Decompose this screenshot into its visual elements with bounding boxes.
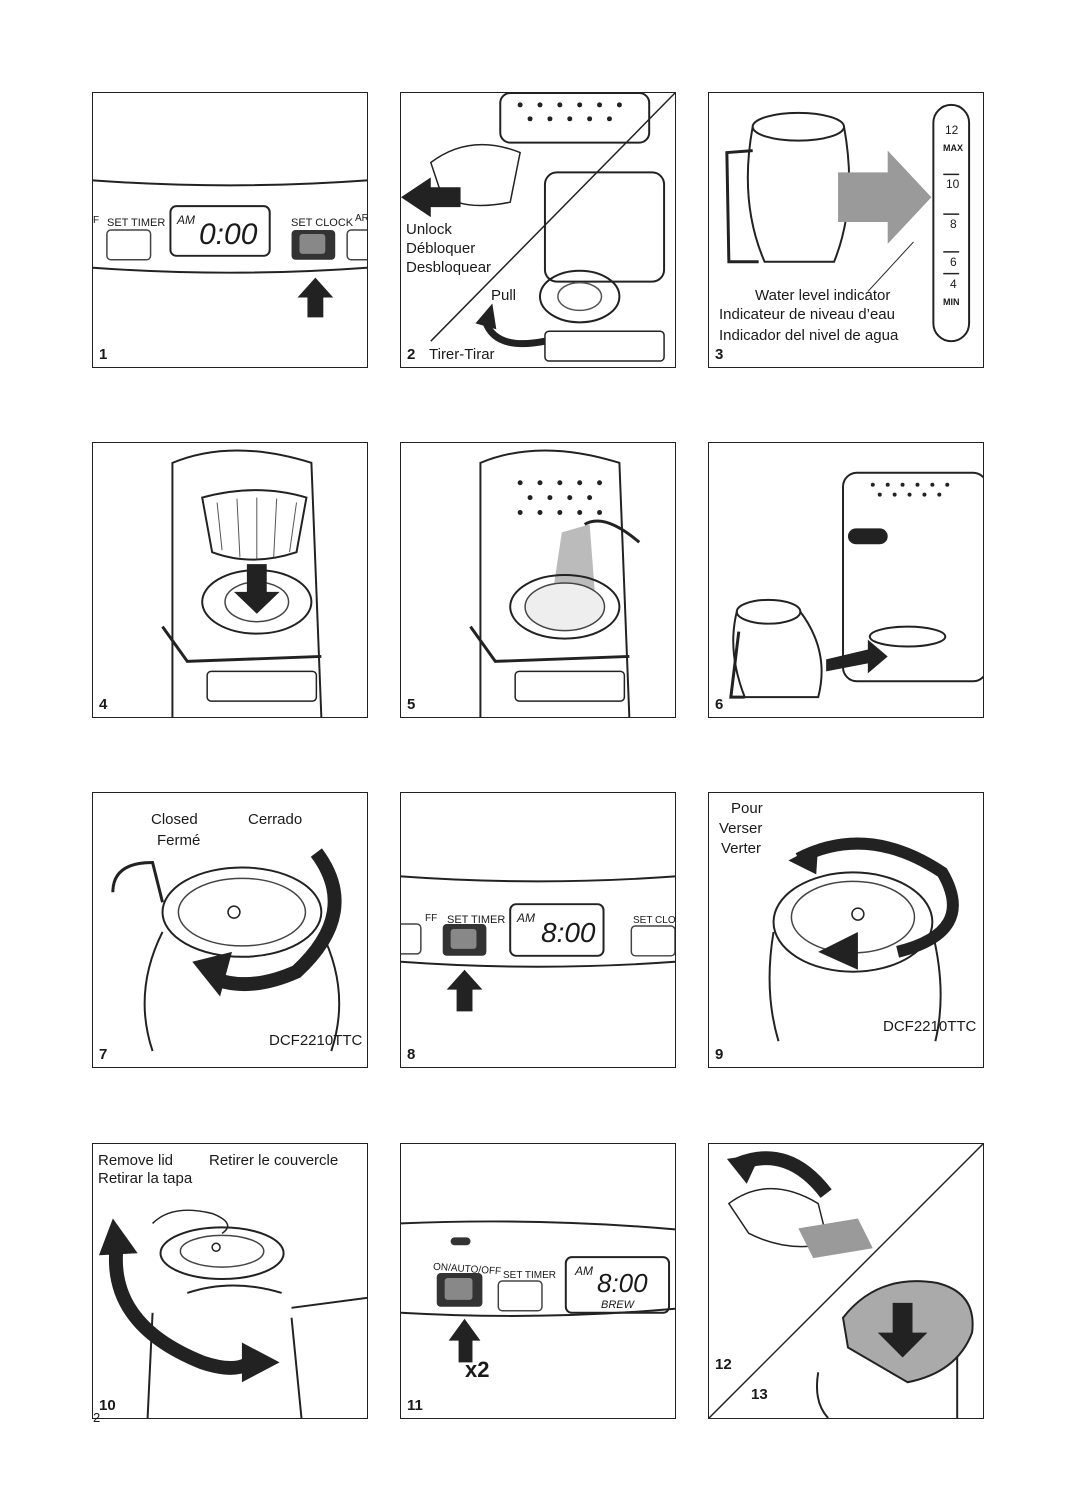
step-number: 8	[407, 1046, 416, 1063]
tirer-tirar-label: Tirer-Tirar	[429, 346, 495, 363]
water-level-label-fr: Indicateur de niveau d’eau	[719, 306, 895, 323]
curved-arrow-icon	[726, 1153, 761, 1184]
clock-display: 0:00	[199, 218, 258, 251]
set-timer-label: SET TIMER	[107, 217, 166, 229]
brew-indicator: BREW	[601, 1299, 634, 1311]
scale-12: 12	[945, 123, 959, 137]
step-number: 9	[715, 1046, 724, 1063]
step-number: 5	[407, 696, 416, 713]
scale-10: 10	[946, 177, 960, 191]
add-coffee-illustration	[469, 449, 641, 717]
step-number: 10	[99, 1397, 116, 1414]
filter-insert-illustration	[161, 449, 323, 717]
up-arrow-icon	[446, 969, 483, 1012]
brew-basket-unlock-illustration	[401, 93, 675, 362]
model-label: DCF2210TTC	[883, 1018, 977, 1035]
carafe-water-level-illustration	[725, 103, 971, 343]
insert-carafe-illustration	[729, 471, 983, 699]
right-arrow-icon	[241, 1342, 280, 1383]
step-number: 3	[715, 346, 724, 363]
step-number: 1	[99, 346, 108, 363]
up-arrow-icon	[448, 1318, 481, 1363]
clock-display: 8:00	[541, 917, 596, 948]
unlock-label: Unlock	[406, 221, 452, 238]
am-indicator: AM	[575, 1264, 593, 1278]
scale-min: MIN	[943, 297, 960, 307]
set-timer-label: SET TIMER	[503, 1270, 556, 1281]
step-number: 6	[715, 696, 724, 713]
panel-step-9: Pour Verser Verter DCF2210TTC 9	[708, 792, 984, 1068]
am-indicator: AM	[177, 213, 195, 227]
scale-6: 6	[950, 255, 957, 269]
cerrado-label: Cerrado	[248, 811, 303, 828]
brew-button-illustration	[401, 1220, 675, 1363]
am-indicator: AM	[517, 911, 535, 925]
desbloquear-label: Desbloquear	[406, 259, 492, 276]
water-level-label-es: Indicador del nivel de agua	[719, 327, 899, 344]
water-level-label-en: Water level indicator	[755, 287, 891, 304]
panel-step-10: Remove lid Retirer le couvercle Retirar …	[92, 1143, 368, 1419]
panel-step-6: 6	[708, 442, 984, 718]
step-number: 11	[407, 1397, 423, 1414]
scale-8: 8	[950, 217, 957, 231]
panel-step-2: Unlock Débloquer Desbloquear Pull 2 Tire…	[400, 92, 676, 368]
filter-holder-illustration	[709, 1144, 983, 1418]
down-arrow-icon	[877, 1302, 928, 1358]
edge-label-right: AR	[355, 213, 368, 224]
debloquer-label: Débloquer	[406, 240, 476, 257]
set-timer-label: SET TIMER	[447, 914, 506, 926]
panel-step-12-13: 12 13	[708, 1143, 984, 1419]
page-number: 2	[93, 1410, 101, 1425]
panel-step-3: 12 MAX 10 8 6 4 MIN Water level indicato…	[708, 92, 984, 368]
pour-position-illustration	[768, 837, 959, 1042]
control-panel-illustration	[93, 179, 367, 318]
closed-label: Closed	[151, 811, 198, 828]
remove-lid-illustration	[98, 1209, 367, 1418]
right-arrow-icon	[826, 639, 888, 674]
edge-label: F	[93, 215, 100, 226]
clock-display: 8:00	[597, 1268, 648, 1298]
verser-label: Verser	[719, 820, 763, 837]
panel-step-5: 5	[400, 442, 676, 718]
down-arrow-icon	[233, 564, 280, 614]
panel-step-1: F SET TIMER AM 0:00 SET CLOCK AR 1	[92, 92, 368, 368]
grey-arrow-icon	[838, 150, 932, 244]
edge-label: FF	[425, 913, 438, 924]
press-twice-label: x2	[465, 1357, 490, 1382]
step-number-13: 13	[751, 1386, 768, 1403]
rotate-arrow-icon	[818, 931, 858, 970]
left-arrow-icon	[401, 177, 461, 218]
step-number: 7	[99, 1046, 108, 1063]
verter-label: Verter	[721, 840, 762, 857]
panel-step-4: 4	[92, 442, 368, 718]
scale-4: 4	[950, 277, 957, 291]
model-label: DCF2210TTC	[269, 1032, 363, 1049]
panel-step-11: ON/AUTO/OFF SET TIMER AM 8:00 BREW x2 11	[400, 1143, 676, 1419]
set-clock-label: SET CLOCK	[291, 217, 354, 229]
curved-arrow-icon	[475, 303, 497, 330]
close-lid-illustration	[111, 848, 342, 1052]
step-number: 2	[407, 346, 416, 363]
set-timer-illustration	[401, 875, 675, 1012]
up-arrow-icon	[297, 277, 334, 318]
ferme-label: Fermé	[157, 832, 201, 849]
rotate-arrow-icon	[192, 951, 232, 997]
remove-lid-label: Remove lid	[98, 1152, 174, 1169]
scale-max: MAX	[943, 143, 963, 153]
pour-label: Pour	[731, 800, 763, 817]
panel-step-8: FF SET TIMER AM 8:00 SET CLOCK 8	[400, 792, 676, 1068]
step-number-12: 12	[715, 1356, 732, 1373]
up-arrow-icon	[98, 1218, 138, 1256]
pull-label: Pull	[491, 287, 517, 304]
retirar-label: Retirar la tapa	[98, 1170, 193, 1187]
panel-step-7: Closed Cerrado Fermé DCF2210TTC 7	[92, 792, 368, 1068]
set-clock-label: SET CLOCK	[633, 915, 676, 926]
retirer-label: Retirer le couvercle	[209, 1152, 339, 1169]
step-number: 4	[99, 696, 108, 713]
